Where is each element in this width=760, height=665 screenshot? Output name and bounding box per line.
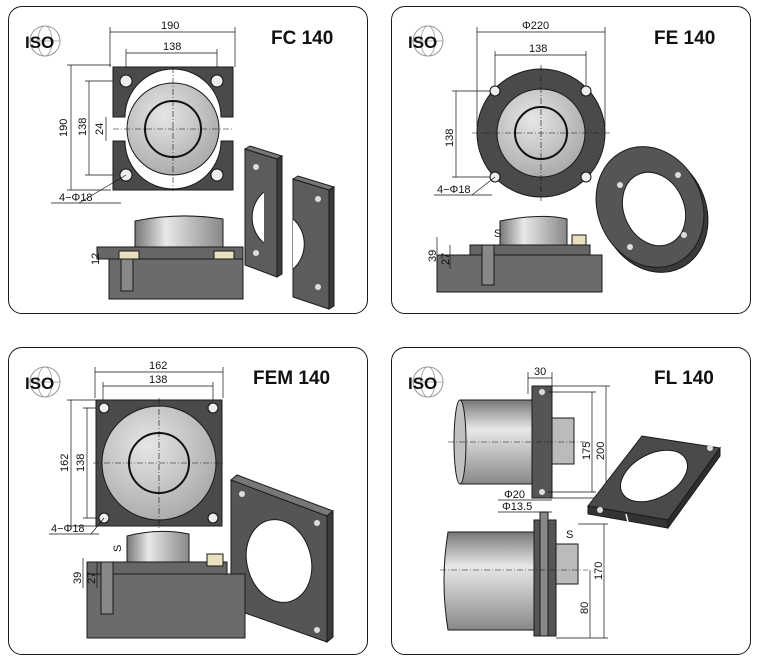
fe-flange-front-view xyxy=(472,65,610,201)
iso-logo-text: ISO xyxy=(25,33,54,52)
dim-height-total: 39 xyxy=(72,572,84,584)
fc-flange-front-view xyxy=(112,66,234,191)
dim-s-label: S xyxy=(112,545,124,552)
iso-globe-logo-icon: ISO xyxy=(25,366,61,398)
fem-side-section xyxy=(86,530,246,639)
panel-fem-140: ISO FEM 140 162 138 162 138 4−Φ18 39 27 … xyxy=(8,347,368,655)
panel-title: FL 140 xyxy=(654,368,714,389)
dim-holes: 4−Φ18 xyxy=(51,523,85,535)
dim-diameter: Φ220 xyxy=(522,20,549,32)
dim-height-holes: 175 xyxy=(581,442,593,460)
dim-height-outer: 162 xyxy=(59,454,71,472)
dim-height-holes: 138 xyxy=(75,454,87,472)
dim-width-outer: 162 xyxy=(149,360,167,372)
dim-width-holes: 138 xyxy=(163,41,181,53)
fl-side-section xyxy=(440,511,588,637)
dim-height-outer: 190 xyxy=(58,119,70,137)
panel-fc-140: ISO FC 140 190 138 190 138 24 4−Φ18 xyxy=(8,6,368,314)
fe-ring-flange-3d xyxy=(595,146,709,273)
dim-hole-diameter: Φ13.5 xyxy=(502,501,532,513)
dim-height-axis: 170 xyxy=(593,562,605,580)
dim-holes: 4−Φ18 xyxy=(437,184,471,196)
fl-top-view xyxy=(448,385,588,499)
dim-height-total: 39 xyxy=(427,250,439,262)
dim-s-label: S xyxy=(566,529,573,541)
panel-title: FEM 140 xyxy=(253,368,330,389)
iso-logo-text: ISO xyxy=(408,374,437,393)
iso-globe-logo-icon: ISO xyxy=(408,366,444,398)
dim-plate-thickness: 12 xyxy=(90,253,102,265)
dim-holes: 4−Φ18 xyxy=(59,192,93,204)
dim-bolt-diameter: Φ20 xyxy=(504,489,525,501)
fc-side-section xyxy=(96,215,244,300)
dim-s-label: S xyxy=(494,228,501,240)
dim-width-holes: 138 xyxy=(149,374,167,386)
dim-height-inner: 27 xyxy=(440,253,452,265)
iso-globe-logo-icon: ISO xyxy=(408,25,444,57)
dim-gap: 24 xyxy=(94,123,106,135)
iso-globe-logo-icon: ISO xyxy=(25,25,61,57)
fem-flange-front-view xyxy=(93,398,225,528)
dim-height-base: 80 xyxy=(579,602,591,614)
dim-height-outer: 200 xyxy=(595,442,607,460)
dim-thickness: 30 xyxy=(534,366,546,378)
iso-logo-text: ISO xyxy=(25,374,54,393)
fem-square-flange-3d xyxy=(230,474,334,644)
dim-width-holes: 138 xyxy=(529,43,547,55)
fc-split-flange-3d xyxy=(243,145,336,310)
fe-side-section xyxy=(436,215,603,293)
dim-height-holes: 138 xyxy=(77,118,89,136)
panel-title: FC 140 xyxy=(271,28,333,49)
fl-angled-plate-3d xyxy=(587,435,721,530)
panel-fl-140: ISO FL 140 30 175 200 Φ20 Φ13.5 S 170 80 xyxy=(391,347,751,655)
panel-fe-140: ISO FE 140 Φ220 138 138 4−Φ18 39 27 S xyxy=(391,6,751,314)
dim-height-holes: 138 xyxy=(444,129,456,147)
dim-width-outer: 190 xyxy=(161,20,179,32)
dim-height-inner: 27 xyxy=(86,572,98,584)
iso-logo-text: ISO xyxy=(408,33,437,52)
panel-title: FE 140 xyxy=(654,28,715,49)
